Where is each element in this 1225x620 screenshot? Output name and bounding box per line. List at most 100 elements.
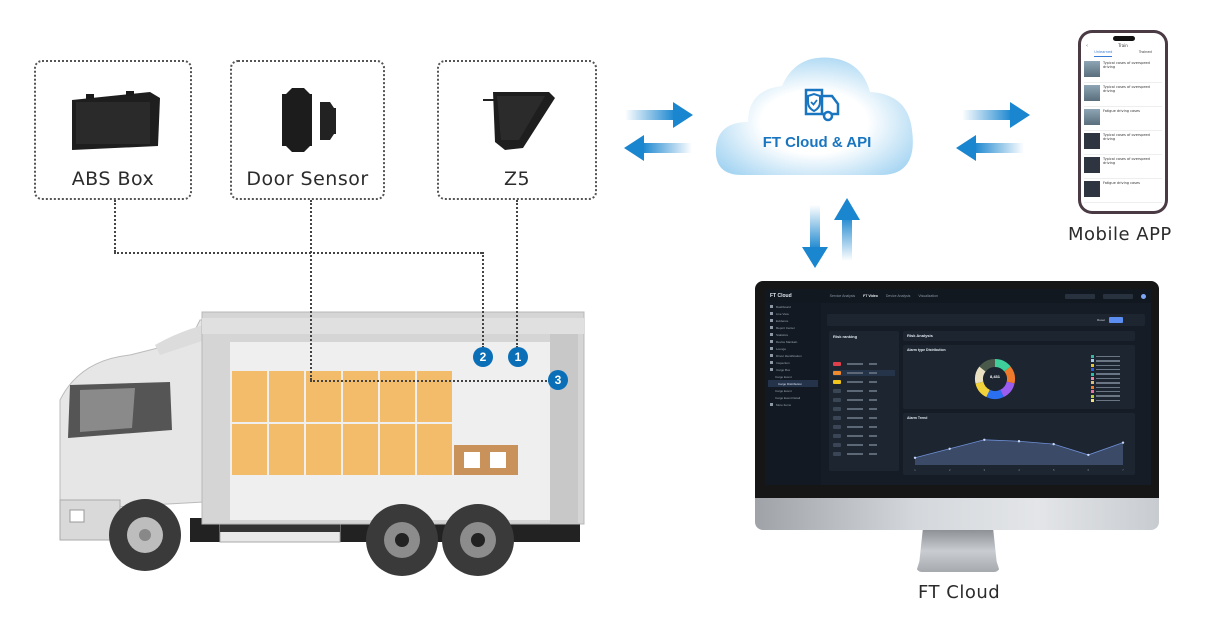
trend-point[interactable]	[913, 456, 917, 459]
sidebar-item[interactable]: Cargo Event	[765, 373, 821, 380]
menu-icon	[770, 354, 773, 357]
reset-button[interactable]: Reset	[1097, 318, 1105, 322]
nav-item[interactable]: Service Analysis	[829, 294, 856, 298]
legend-item[interactable]	[1091, 377, 1120, 380]
rank-value	[869, 453, 877, 455]
arrow-left-icon	[624, 135, 692, 161]
cargo-stack	[232, 371, 452, 475]
list-item-title: Typical cases of overspeed driving	[1103, 133, 1150, 142]
sidebar-item-label: Cargo Distribution	[778, 381, 803, 386]
legend-label	[1096, 382, 1120, 384]
phone-notch	[1113, 36, 1135, 41]
table-row[interactable]	[833, 451, 895, 457]
donut-slice[interactable]	[1000, 381, 1015, 398]
nav-item[interactable]: Device Analysis	[885, 294, 911, 298]
list-item[interactable]: Typical cases of overspeed driving	[1084, 83, 1162, 107]
legend-item[interactable]	[1091, 390, 1120, 394]
trend-point[interactable]	[1087, 453, 1090, 457]
legend-label	[1096, 395, 1120, 397]
list-item[interactable]: Fatigue driving cases	[1084, 179, 1162, 203]
search-input[interactable]	[1065, 293, 1095, 299]
legend-item[interactable]	[1091, 355, 1120, 358]
table-row[interactable]	[833, 388, 895, 394]
sidebar-item[interactable]: Cargo Event Detail	[765, 394, 821, 401]
sidebar-item[interactable]: Driver Identification	[765, 352, 821, 359]
list-item[interactable]: Typical cases of overspeed driving	[1084, 59, 1162, 83]
table-row[interactable]	[833, 442, 895, 448]
menu-icon	[770, 403, 773, 406]
trend-point[interactable]	[1052, 442, 1055, 446]
rank-badge	[833, 371, 841, 375]
table-row[interactable]	[833, 370, 895, 376]
donut-slice[interactable]	[975, 381, 990, 398]
trend-point[interactable]	[983, 438, 986, 441]
list-item[interactable]: Fatigue driving cases	[1084, 107, 1162, 131]
sidebar-item[interactable]: Cargo Event	[765, 387, 821, 394]
sidebar-item[interactable]: Device Maintain	[765, 338, 821, 345]
avatar[interactable]	[1141, 293, 1146, 299]
sidebar-item[interactable]: Lounge	[765, 345, 821, 352]
donut-slice[interactable]	[975, 366, 986, 384]
sidebar-item-label: Cargo Event Detail	[775, 395, 801, 400]
legend-item[interactable]	[1091, 368, 1120, 372]
arrow-down-icon	[802, 205, 828, 268]
tab-unlearned[interactable]: Unlearned	[1094, 50, 1113, 57]
trend-point[interactable]	[1121, 441, 1125, 444]
list-item[interactable]: Typical cases of overspeed driving	[1084, 131, 1162, 155]
donut-slice[interactable]	[1004, 366, 1015, 384]
connector-door-sensor	[310, 380, 550, 382]
legend-item[interactable]	[1091, 359, 1120, 363]
legend-item[interactable]	[1091, 399, 1120, 402]
sidebar-item[interactable]: Inspection	[765, 359, 821, 366]
connector-door-sensor	[310, 200, 312, 380]
legend-item[interactable]	[1091, 363, 1120, 367]
nav-item[interactable]: Visualization	[918, 294, 938, 298]
donut-slice[interactable]	[995, 359, 1011, 372]
sidebar-item[interactable]: Cargo Box	[765, 366, 821, 373]
nav-item[interactable]: FT Video	[863, 294, 878, 298]
table-row[interactable]	[833, 424, 895, 430]
table-row[interactable]	[833, 379, 895, 385]
sidebar-item[interactable]: More Items	[765, 401, 821, 408]
back-icon[interactable]: ‹	[1086, 43, 1088, 49]
legend-swatch	[1091, 394, 1094, 398]
thumbnail	[1084, 109, 1100, 125]
table-row[interactable]	[833, 361, 895, 367]
sidebar-item[interactable]: Report Center	[765, 324, 821, 331]
sidebar-item[interactable]: Live View	[765, 310, 821, 317]
alarm-trend-title: Alarm Trend	[907, 416, 928, 420]
tab-trained[interactable]: Trained	[1138, 50, 1152, 54]
donut-slice[interactable]	[986, 389, 1004, 399]
x-tick-label: 3	[983, 468, 985, 471]
sidebar-item[interactable]: Dashboard	[765, 303, 821, 310]
thumbnail	[1084, 157, 1100, 173]
search-button[interactable]	[1109, 317, 1123, 323]
legend-item[interactable]	[1091, 385, 1120, 389]
arrow-left-icon	[956, 135, 1024, 161]
company-select[interactable]	[1103, 293, 1133, 299]
legend-item[interactable]	[1091, 394, 1120, 398]
donut-slice[interactable]	[979, 359, 995, 372]
sidebar-item[interactable]: Statistics	[765, 331, 821, 338]
legend-item[interactable]	[1091, 381, 1120, 385]
trend-point[interactable]	[948, 447, 951, 450]
rank-badge	[833, 389, 841, 393]
legend-label	[1096, 390, 1120, 393]
sidebar-item[interactable]: Cargo Distribution	[768, 380, 818, 387]
rank-value	[869, 381, 877, 383]
sidebar-item[interactable]: Evidence	[765, 317, 821, 324]
table-row[interactable]	[833, 397, 895, 403]
table-row[interactable]	[833, 415, 895, 421]
legend-item[interactable]	[1091, 372, 1120, 376]
list-item[interactable]: Typical cases of overspeed driving	[1084, 155, 1162, 179]
cargo-box	[343, 424, 378, 475]
table-row[interactable]	[833, 433, 895, 439]
connector-abs	[114, 200, 116, 252]
connector-abs	[114, 252, 482, 254]
sidebar-item-label: Statistics	[776, 332, 789, 337]
cargo-box	[417, 371, 452, 422]
connector-z5	[516, 200, 518, 348]
table-row[interactable]	[833, 406, 895, 412]
door-sensor-image	[282, 88, 336, 152]
trend-point[interactable]	[1017, 440, 1021, 443]
